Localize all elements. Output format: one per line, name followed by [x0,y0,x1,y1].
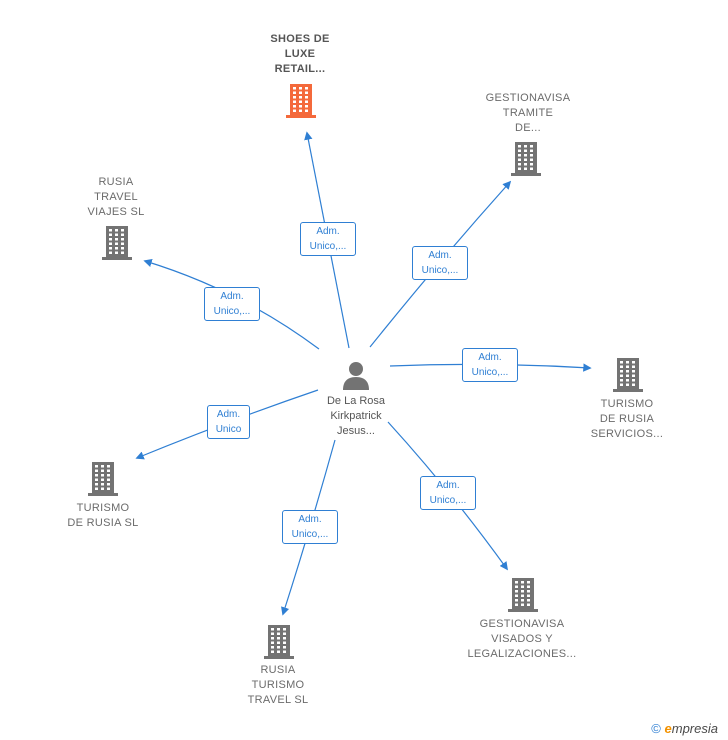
person-icon [343,362,369,390]
relation-label[interactable]: Adm.Unico,... [412,246,468,280]
building-icon [88,462,118,501]
relation-label[interactable]: Adm.Unico [207,405,250,439]
building-icon [508,578,538,617]
relation-label[interactable]: Adm.Unico,... [420,476,476,510]
brand-logo-text: mpresia [671,721,718,736]
relation-label[interactable]: Adm.Unico,... [204,287,260,321]
relation-label[interactable]: Adm.Unico,... [462,348,518,382]
relation-label[interactable]: Adm.Unico,... [300,222,356,256]
building-icon [286,84,316,123]
brand-logo-e: e [664,721,672,736]
relation-label[interactable]: Adm.Unico,... [282,510,338,544]
footer-brand: © empresia [651,721,718,736]
building-icon [102,226,132,265]
building-icon [511,142,541,181]
building-icon [264,625,294,664]
copyright-icon: © [651,721,661,736]
building-icon [613,358,643,397]
